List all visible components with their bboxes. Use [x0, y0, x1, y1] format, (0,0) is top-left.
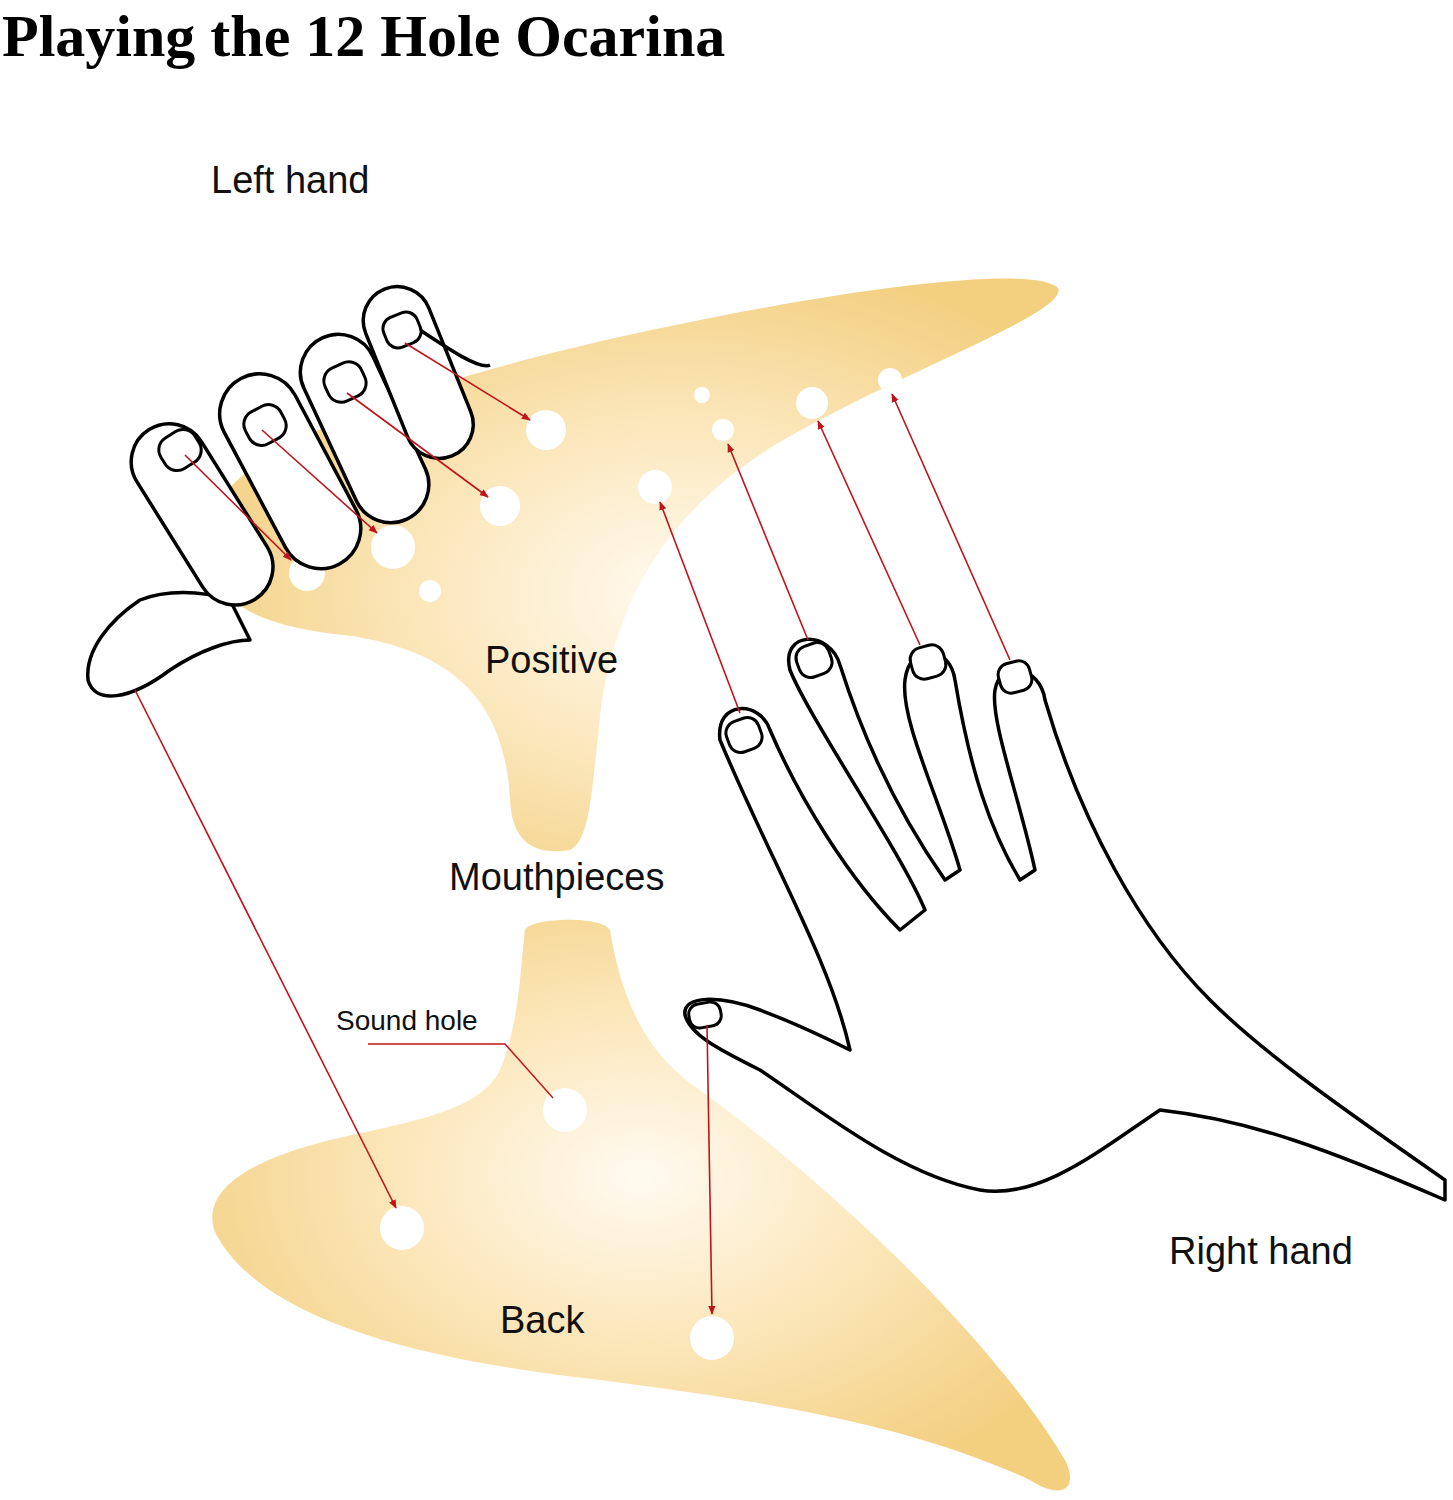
finger-arrows	[135, 343, 1010, 1314]
label-slot: Back	[500, 1300, 584, 1342]
label-slot: Left hand	[208, 160, 372, 202]
diagram-title: Playing the 12 Hole Ocarina	[2, 6, 725, 66]
title-slot: Playing the 12 Hole Ocarina	[2, 6, 725, 66]
hand-label: Left hand	[208, 160, 372, 202]
side-label: Back	[500, 1300, 584, 1342]
left-nails	[154, 308, 425, 475]
part-label: Sound hole	[333, 1006, 481, 1037]
right-hand	[685, 639, 1445, 1200]
left-hand	[88, 276, 490, 696]
hand-label: Right hand	[1166, 1231, 1356, 1273]
label-slot: Right hand	[1166, 1231, 1356, 1273]
side-label: Positive	[485, 640, 618, 682]
label-slot: Mouthpieces	[446, 857, 667, 899]
leader-line	[368, 1044, 553, 1098]
back-holes	[380, 1088, 734, 1360]
label-slot: Positive	[485, 640, 618, 682]
right-nails	[687, 639, 1034, 1029]
part-label: Mouthpieces	[446, 857, 667, 899]
label-slot: Sound hole	[333, 1006, 481, 1037]
